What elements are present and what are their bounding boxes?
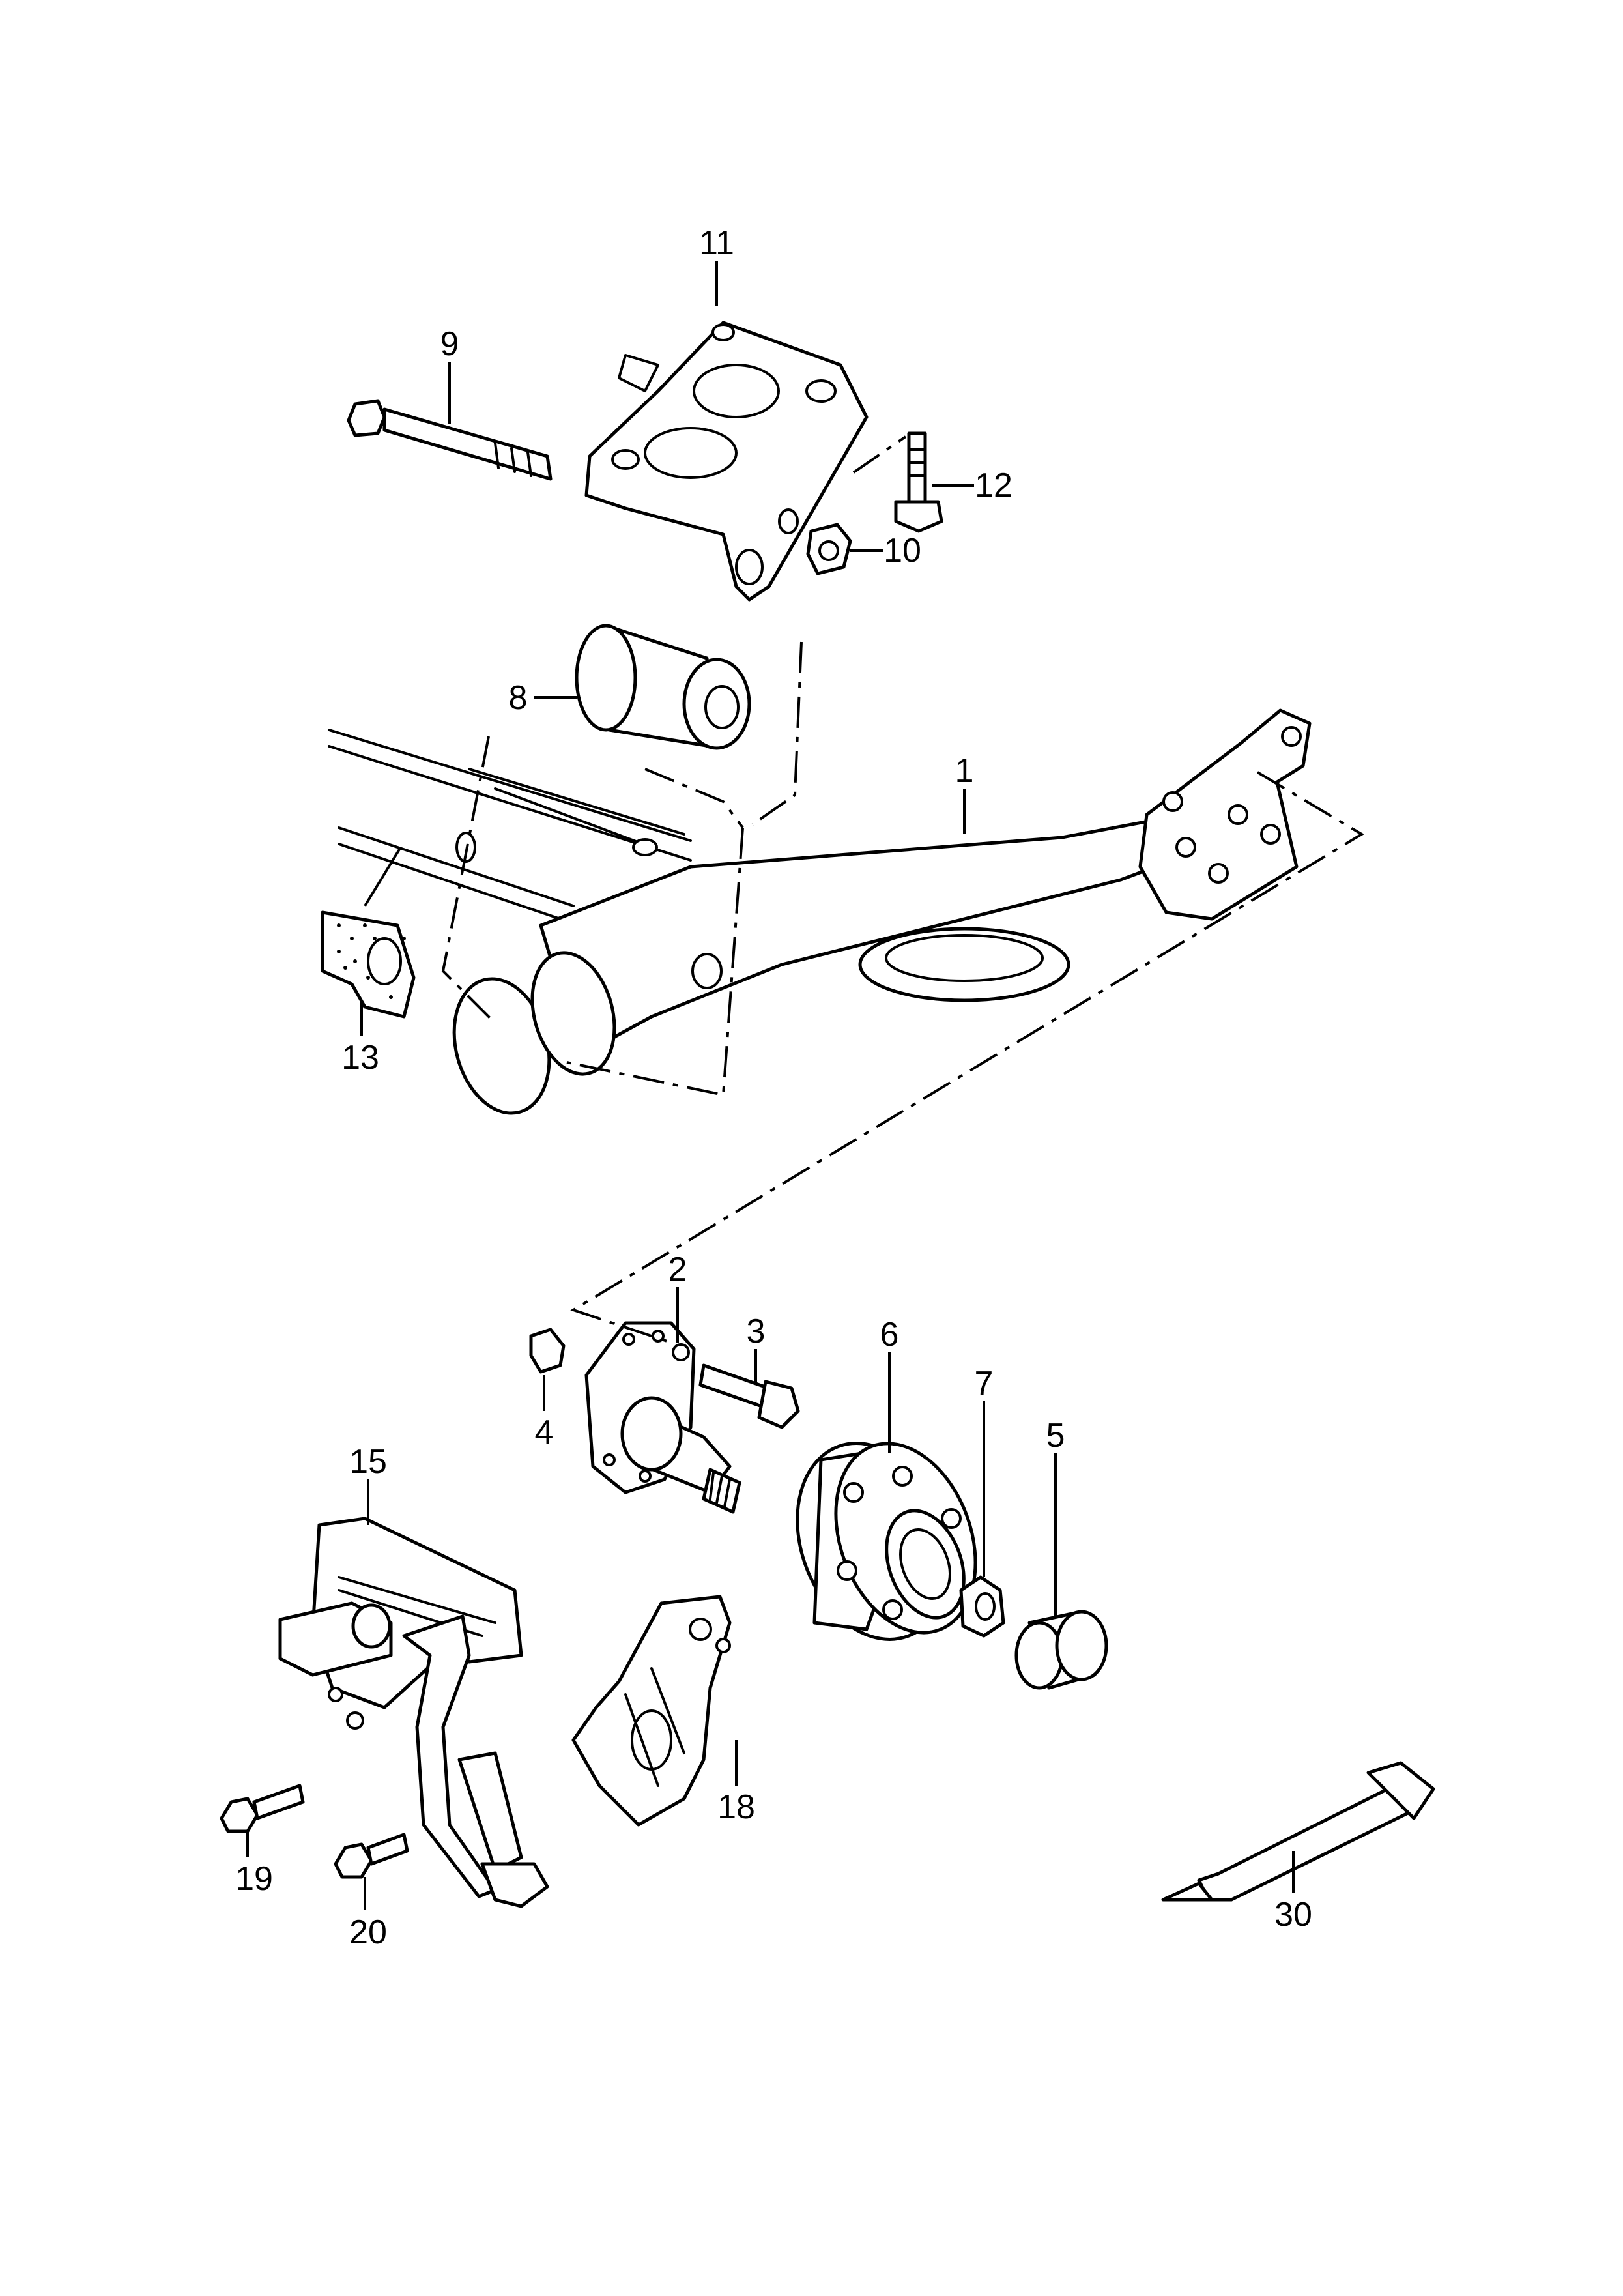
part-19-bolt [220,1784,305,1833]
callout-8: 8 [509,679,528,717]
callout-6: 6 [880,1316,899,1354]
part-15-level-sensor [278,1517,549,1908]
callout-4: 4 [535,1414,554,1451]
callout-15: 15 [349,1443,387,1481]
part-12-bolt [894,431,943,533]
callout-13: 13 [341,1039,379,1077]
bump-stop-texture [337,923,406,999]
part-8-bush [575,624,751,750]
callout-30: 30 [1274,1896,1312,1934]
callout-11: 11 [699,224,734,262]
part-10-nut [806,523,852,575]
callout-10: 10 [883,532,921,570]
part-18-bracket [571,1595,732,1827]
part-1-rear-axle-beam [328,708,1312,1115]
part-9-long-bolt [347,399,553,481]
part-4-plug [529,1328,566,1374]
part-30-grease-tube [1161,1761,1435,1902]
callout-7: 7 [975,1365,994,1402]
part-11-mounting-bracket [584,321,869,602]
callout-1: 1 [955,752,974,790]
callout-20: 20 [349,1913,387,1951]
part-5-grease-cap [1014,1610,1108,1690]
part-3-bolt [698,1363,800,1429]
part-6-wheel-hub [796,1442,977,1641]
part-7-hub-nut [959,1575,1005,1638]
assembly-lines [441,435,1364,1344]
callout-5: 5 [1046,1417,1065,1455]
callout-2: 2 [668,1251,687,1288]
callout-18: 18 [717,1788,755,1826]
part-2-stub-axle [584,1321,741,1514]
callout-12: 12 [975,467,1013,504]
part-20-bolt [334,1833,409,1879]
callout-9: 9 [440,325,459,363]
part-13-bump-stop [321,910,416,1019]
callouts: 11 9 12 10 8 1 13 2 3 6 4 7 5 15 18 19 2… [235,224,1312,1951]
callout-3: 3 [747,1313,766,1350]
callout-19: 19 [235,1860,273,1898]
leader-lines [246,261,1295,1910]
